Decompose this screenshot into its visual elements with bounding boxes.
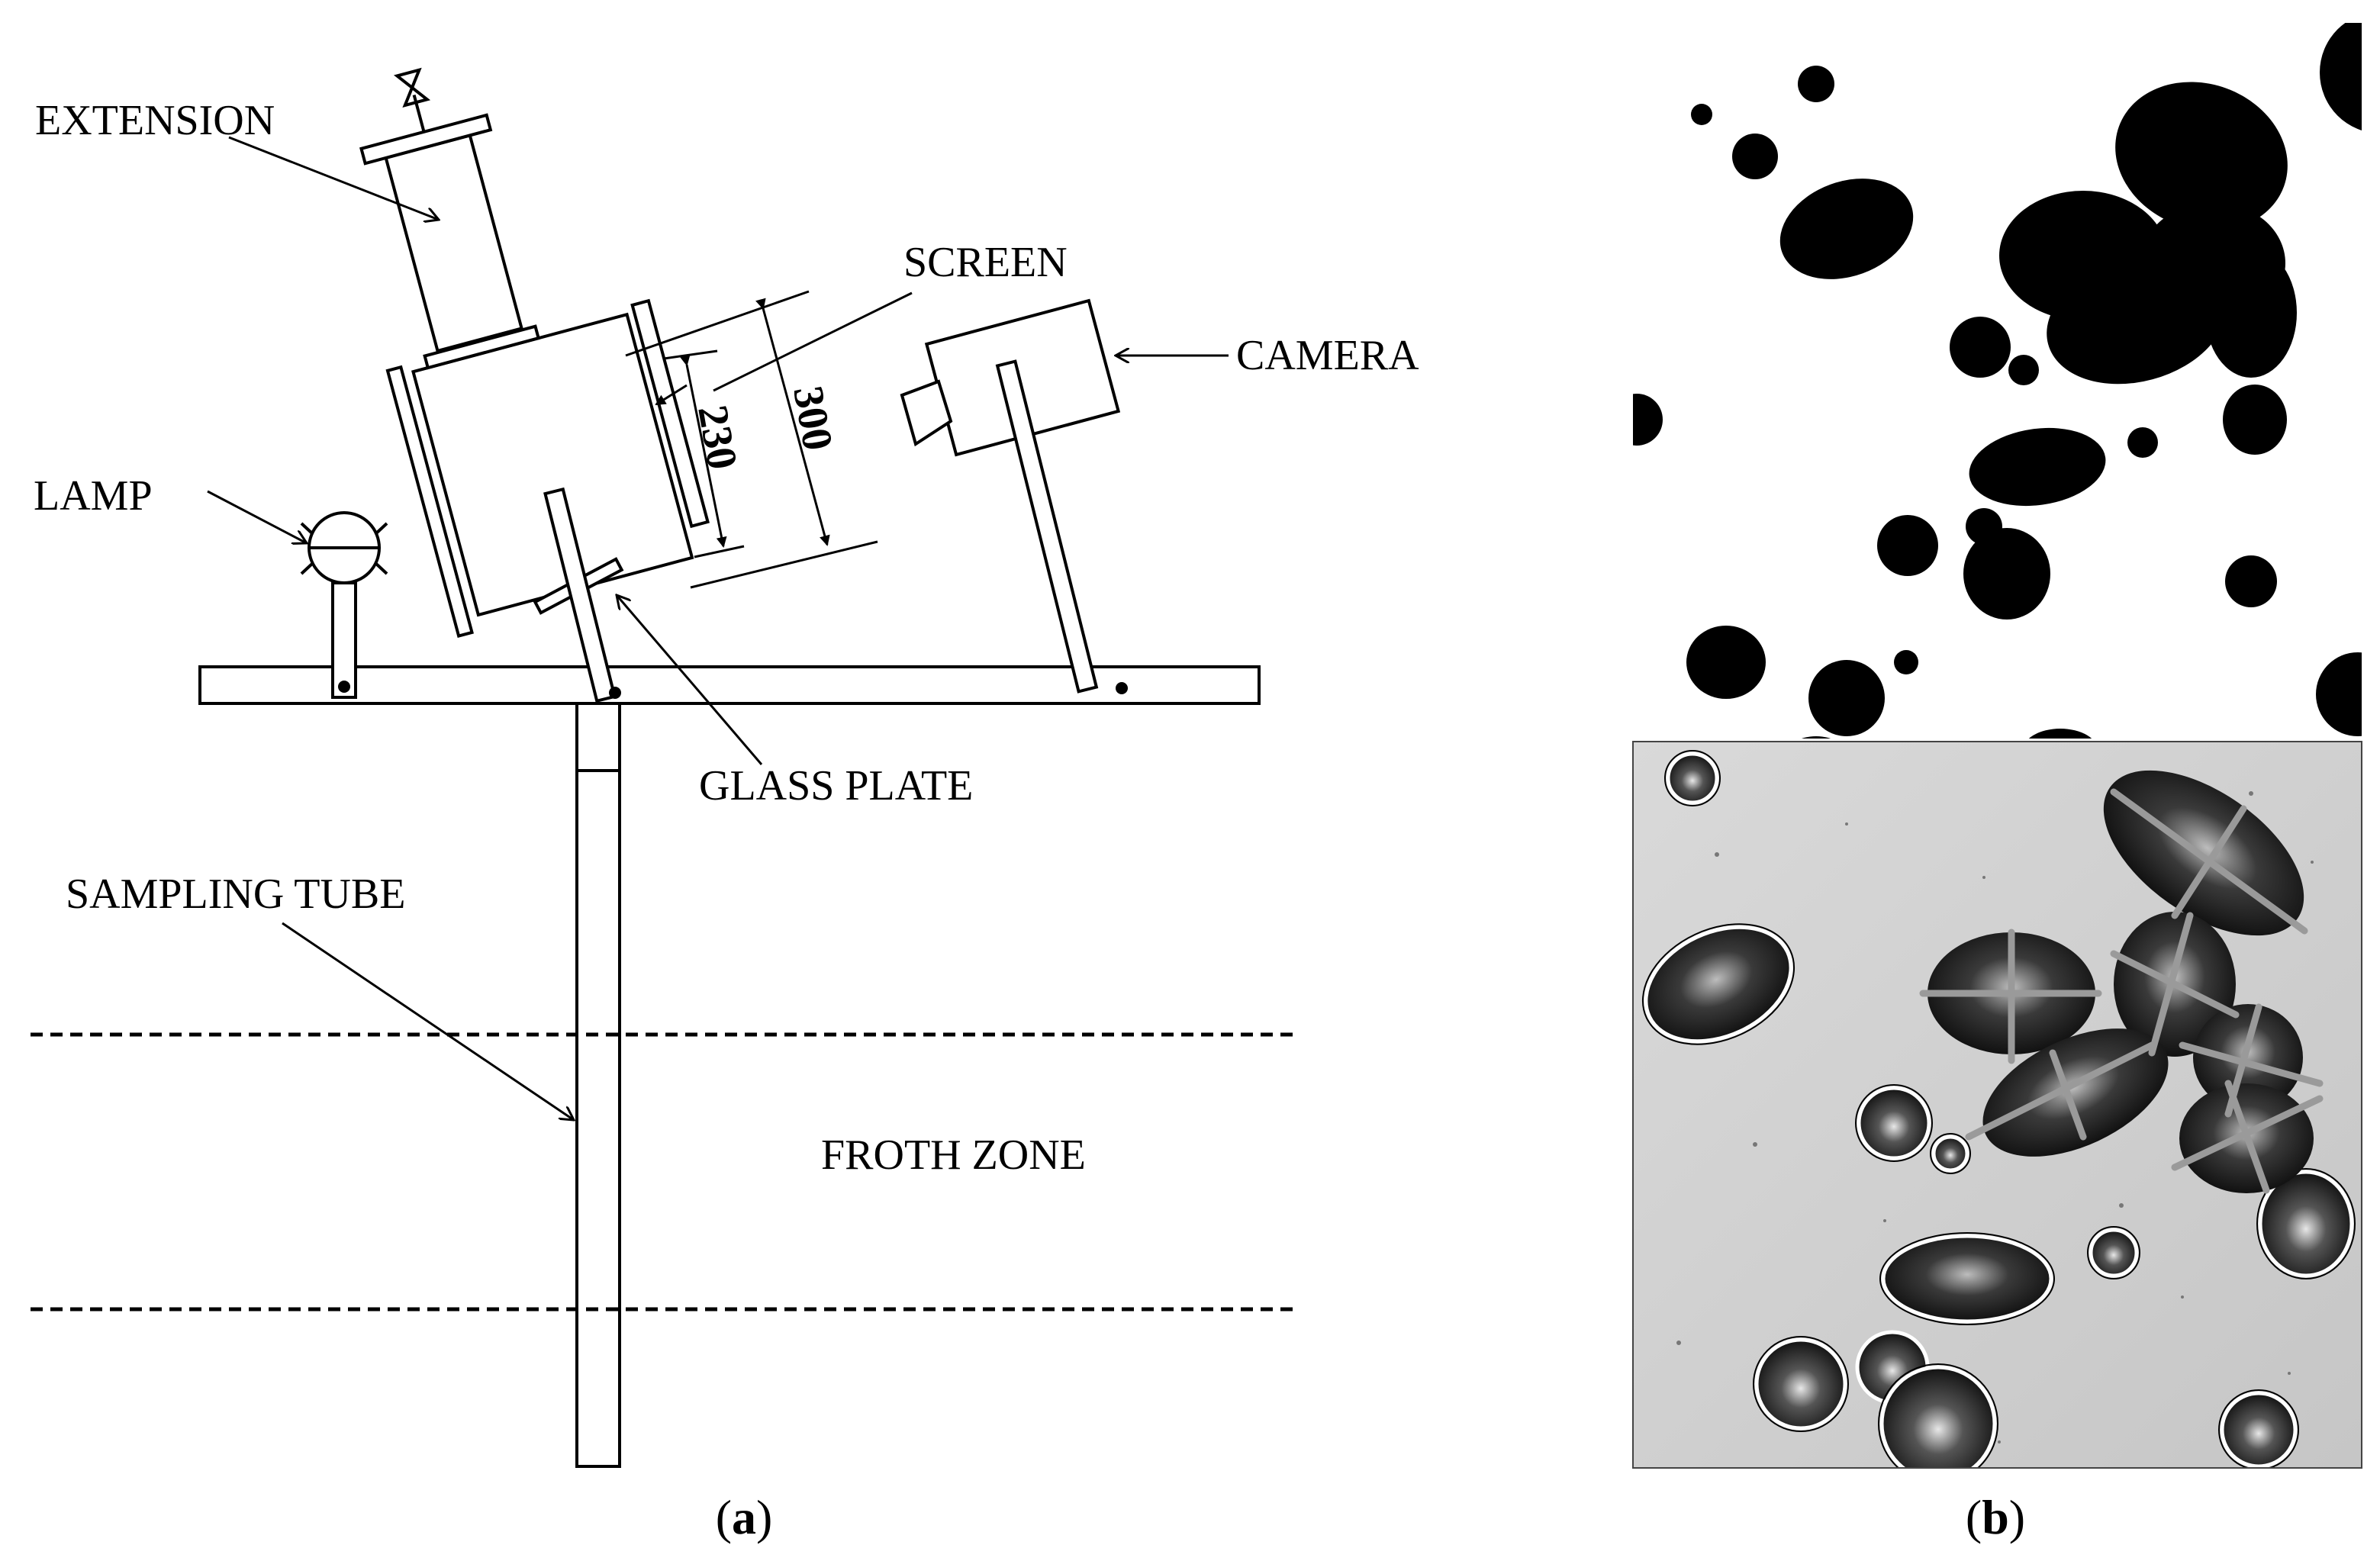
caption-b: (b)	[1966, 1490, 2025, 1544]
label-froth-zone: FROTH ZONE	[821, 1131, 1086, 1179]
sampling-tube-leader	[282, 922, 574, 1120]
caption-a: (a)	[716, 1490, 773, 1544]
label-extension: EXTENSION	[35, 97, 275, 144]
label-camera: CAMERA	[1236, 332, 1419, 379]
panel-a-schematic: 230 300 EXTENSION SCREEN CAMERA LAMP GLA…	[31, 67, 1419, 1544]
dimension-230: 230	[688, 401, 746, 472]
panel-b-fitted-image	[1632, 741, 2362, 1469]
lamp-leader	[207, 490, 307, 543]
camera	[900, 298, 1128, 694]
label-screen: SCREEN	[903, 239, 1068, 286]
chamber-support-rod	[543, 487, 621, 703]
dimension-lines: 230 300	[625, 290, 878, 589]
screen-leader	[713, 291, 913, 392]
extension-leader	[228, 136, 439, 220]
label-sampling-tube: SAMPLING TUBE	[66, 871, 405, 918]
extension-cylinder	[359, 67, 524, 353]
label-glass-plate: GLASS PLATE	[699, 762, 973, 809]
glass-plate-leader	[617, 595, 763, 765]
panel-b-binary-image	[1633, 23, 2362, 739]
sampling-tube	[575, 702, 621, 1468]
label-lamp: LAMP	[34, 472, 153, 520]
base-platform	[198, 665, 1261, 705]
lamp	[300, 511, 388, 699]
dimension-300: 300	[784, 382, 842, 453]
